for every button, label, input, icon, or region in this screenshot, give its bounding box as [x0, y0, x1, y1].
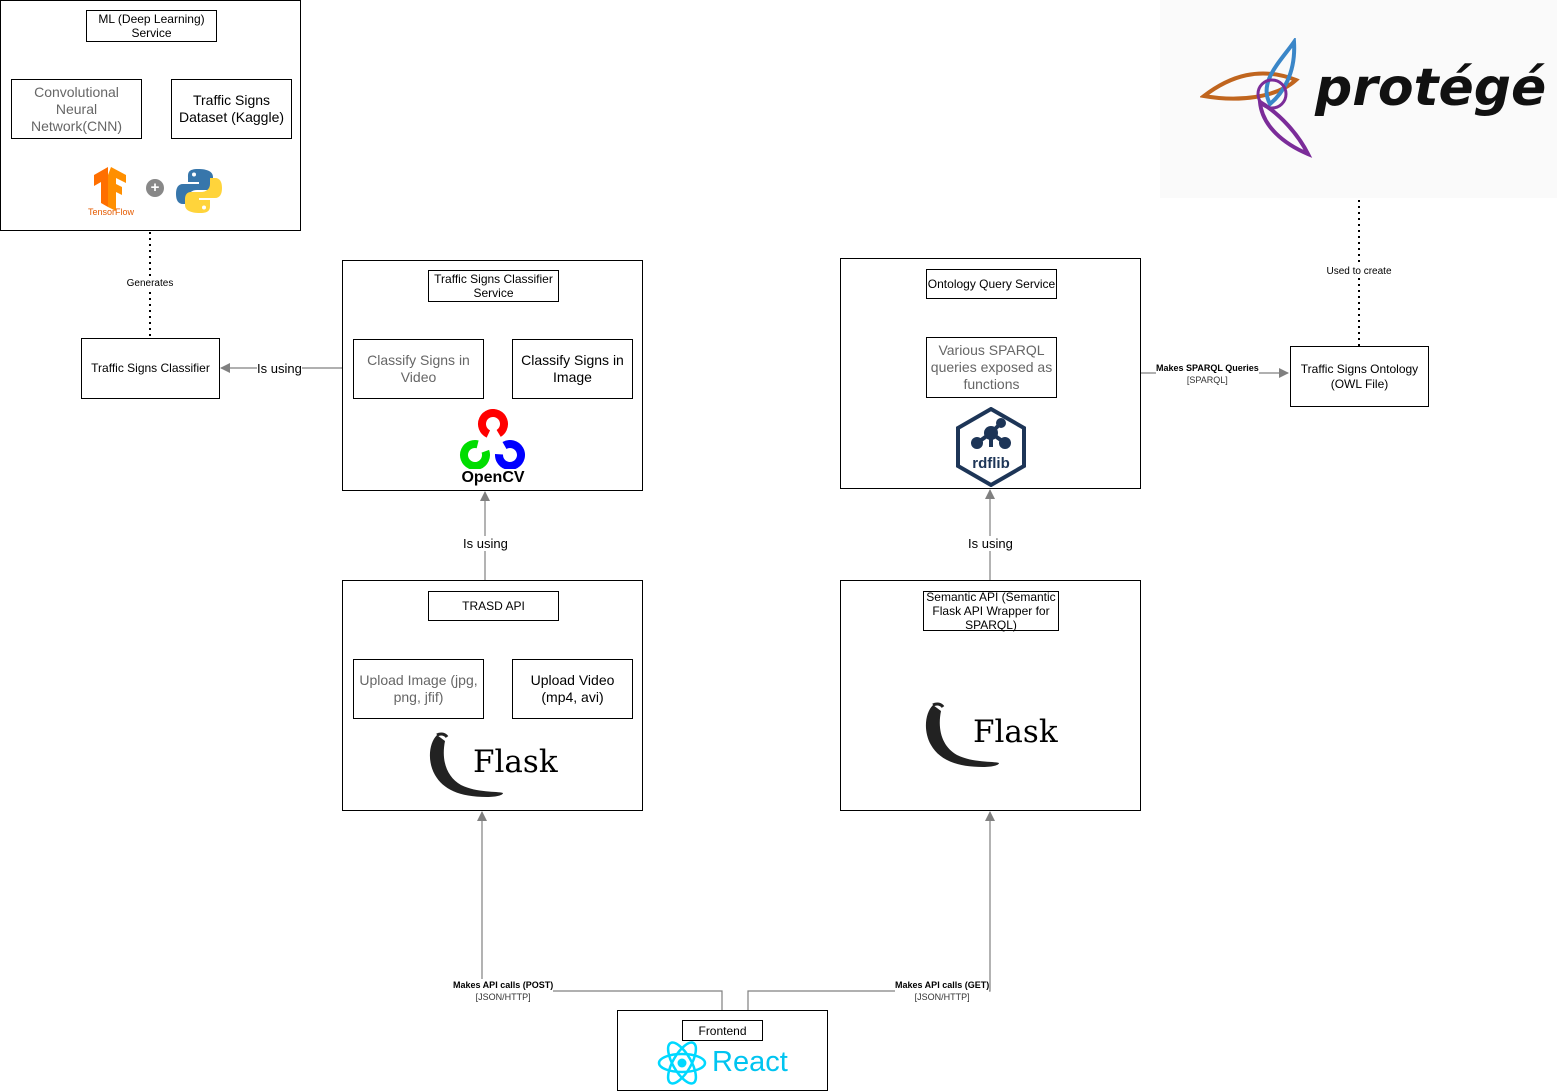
flask-horn-icon	[429, 732, 503, 797]
react-label: React	[712, 1046, 788, 1078]
sparql-edge-title: Makes SPARQL Queries	[1156, 363, 1259, 373]
get-edge-label: Makes API calls (GET) [JSON/HTTP]	[895, 979, 990, 1003]
rdflib-label: rdflib	[972, 455, 1010, 472]
protege-logo-icon	[1200, 38, 1313, 158]
opencv-label: OpenCV	[461, 469, 525, 486]
classifier-service-title: Traffic Signs Classifier Service	[428, 270, 559, 302]
dataset-node: Traffic Signs Dataset (Kaggle)	[171, 79, 292, 139]
traffic-signs-classifier-node: Traffic Signs Classifier	[81, 338, 220, 399]
plus-icon: +	[146, 179, 164, 197]
protege-logo-panel: protégé	[1160, 0, 1557, 198]
tensorflow-label: TensorFlow	[87, 207, 134, 217]
rdflib-icon	[956, 407, 1026, 487]
classify-image-node: Classify Signs in Image	[512, 339, 633, 399]
ontology-service-title: Ontology Query Service	[926, 269, 1057, 299]
post-edge-label: Makes API calls (POST) [JSON/HTTP]	[453, 979, 554, 1003]
is-using-classifier-label: Is using	[257, 361, 302, 376]
get-edge-title: Makes API calls (GET)	[895, 980, 990, 990]
traffic-signs-ontology-node: Traffic Signs Ontology (OWL File)	[1290, 346, 1429, 407]
opencv-icon	[460, 409, 525, 469]
ontology-service-box: Ontology Query Service Various SPARQL qu…	[840, 258, 1141, 489]
tensorflow-icon	[94, 167, 126, 211]
trasd-api-box: TRASD API Upload Image (jpg, png, jfif) …	[342, 580, 643, 811]
post-edge-title: Makes API calls (POST)	[453, 980, 554, 990]
semantic-api-box: Semantic API (Semantic Flask API Wrapper…	[840, 580, 1141, 811]
semantic-api-title: Semantic API (Semantic Flask API Wrapper…	[923, 590, 1059, 632]
sparql-edge-sub: [SPARQL]	[1186, 375, 1228, 385]
is-using-trasd-label: Is using	[463, 536, 508, 551]
frontend-box: Frontend React	[617, 1010, 828, 1091]
edge-get	[747, 811, 995, 1010]
is-using-semantic-label: Is using	[968, 536, 1013, 551]
ml-service-box: ML (Deep Learning) Service Convolutional…	[0, 0, 301, 231]
trasd-api-title: TRASD API	[428, 591, 559, 621]
sparql-edge-label: Makes SPARQL Queries [SPARQL]	[1156, 362, 1259, 386]
classify-video-node: Classify Signs in Video	[353, 339, 484, 399]
flask-label-semantic: Flask	[973, 714, 1058, 750]
edge-post	[477, 811, 723, 1010]
cnn-node: Convolutional Neural Network(CNN)	[11, 79, 142, 139]
protege-label: protégé	[1315, 58, 1547, 118]
react-icon	[657, 1041, 707, 1085]
used-to-create-label: Used to create	[1320, 266, 1398, 278]
classifier-service-box: Traffic Signs Classifier Service Classif…	[342, 260, 643, 491]
flask-label-trasd: Flask	[473, 744, 558, 780]
upload-image-node: Upload Image (jpg, png, jfif)	[353, 659, 484, 719]
sparql-queries-node: Various SPARQL queries exposed as functi…	[926, 337, 1057, 398]
generates-label: Generates	[122, 278, 178, 290]
post-edge-sub: [JSON/HTTP]	[475, 992, 531, 1002]
get-edge-sub: [JSON/HTTP]	[914, 992, 970, 1002]
frontend-title: Frontend	[682, 1020, 763, 1041]
ml-service-title: ML (Deep Learning) Service	[86, 10, 217, 42]
upload-video-node: Upload Video (mp4, avi)	[512, 659, 633, 719]
flask-horn-icon	[925, 702, 999, 767]
python-icon	[176, 169, 222, 213]
